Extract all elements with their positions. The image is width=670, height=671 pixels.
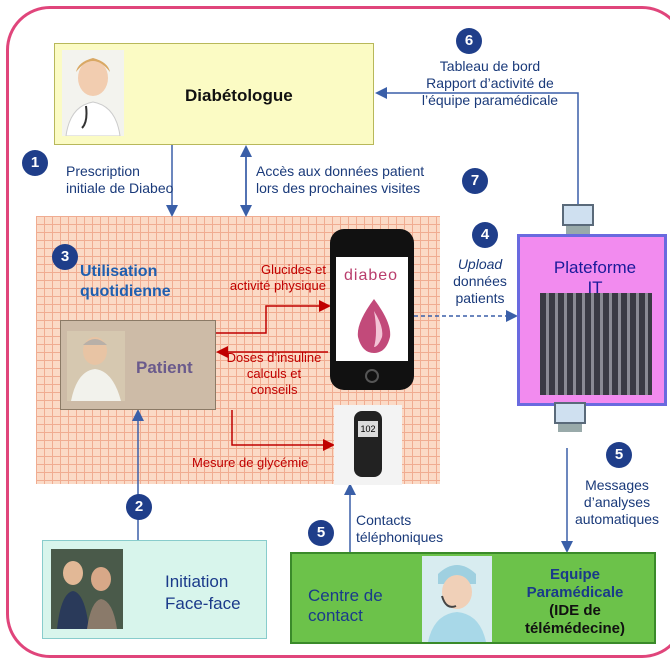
contact-center-line2: contact: [308, 606, 363, 625]
flow-glucides-label: Glucides et activité physique: [218, 262, 326, 294]
daily-use-line2: quotidienne: [80, 283, 171, 300]
paramedical-team-box: Centre de contact Equipe Paramédicale (I…: [290, 552, 656, 644]
step-6-badge: 6: [456, 28, 482, 54]
step-5b-line2: d’analyses: [583, 494, 651, 510]
flow-doses-line2: calculs et: [246, 366, 302, 381]
phone-screen: diabeo: [336, 257, 408, 361]
patient-photo: [67, 331, 125, 401]
step-1-badge: 1: [22, 150, 48, 176]
doctor-photo: [62, 50, 124, 136]
step-5a-text: Contacts téléphoniques: [356, 512, 443, 546]
team-line4: télémédecine): [524, 620, 626, 637]
diabeo-drop-icon: [357, 299, 391, 353]
step-5a-line2: téléphoniques: [356, 529, 444, 545]
initiation-line2: Face-face: [165, 594, 241, 613]
flow-glucides-line2: activité physique: [229, 278, 326, 293]
flow-glucides-line1: Glucides et: [260, 262, 326, 277]
initiation-line1: Initiation: [165, 572, 229, 591]
step-6-line1: Tableau de bord: [439, 58, 541, 74]
step-1-text: Prescription initiale de Diabeo: [66, 163, 173, 197]
step-5b-line1: Messages: [585, 477, 649, 493]
flow-mesure-label: Mesure de glycémie: [192, 455, 309, 470]
step-7-line1: Accès aux données patient: [256, 163, 425, 179]
step-5a-badge: 5: [308, 520, 334, 546]
meter-display: 102: [358, 421, 378, 437]
team-line3: (IDE de: [549, 602, 601, 619]
it-platform-label: Plateforme IT: [520, 258, 670, 298]
step-5a-line1: Contacts: [356, 512, 412, 528]
computer-icon-top: [560, 204, 596, 234]
step-6-line3: l’équipe paramédicale: [421, 92, 559, 108]
diabeo-logo-text: diabeo: [344, 267, 399, 284]
step-4-text: Upload données patients: [446, 256, 514, 307]
step-6-text: Tableau de bord Rapport d’activité de l’…: [398, 58, 582, 109]
step-4-line3: patients: [455, 290, 505, 306]
patient-box: Patient: [60, 320, 216, 410]
arrow-dashboard: [375, 87, 579, 205]
glucose-meter: 102: [334, 405, 402, 485]
step-5b-text: Messages d’analyses automatiques: [568, 477, 666, 528]
initiation-box: Initiation Face-face: [42, 540, 267, 639]
server-room-photo: [540, 293, 652, 395]
step-4-line2: données: [453, 273, 507, 289]
flow-doses-line1: Doses d’insuline: [226, 350, 322, 365]
it-platform-box: Plateforme IT: [517, 234, 667, 406]
step-5b-badge: 5: [606, 442, 632, 468]
team-line2: Paramédicale: [526, 584, 624, 601]
initiation-label: Initiation Face-face: [165, 571, 241, 615]
arrow-mesure: [231, 410, 335, 451]
nurse-photo: [422, 556, 492, 642]
step-7-text: Accès aux données patient lors des proch…: [256, 163, 424, 197]
step-1-line1: Prescription: [66, 163, 140, 179]
computer-icon-bottom: [552, 402, 588, 432]
it-platform-line1: Plateforme: [553, 258, 637, 277]
initiation-photo: [51, 549, 123, 629]
flow-doses-label: Doses d’insuline calculs et conseils: [218, 350, 330, 398]
step-2-badge: 2: [126, 494, 152, 520]
step-3-badge: 3: [52, 244, 78, 270]
phone-home-button: [365, 369, 379, 383]
diabetologist-box: Diabétologue: [54, 43, 374, 145]
step-1-line2: initiale de Diabeo: [66, 180, 174, 196]
contact-center-line1: Centre de: [308, 586, 383, 605]
paramedical-team-title: Equipe Paramédicale: [500, 566, 650, 602]
diabetologist-label: Diabétologue: [185, 86, 293, 105]
contact-center-label: Centre de contact: [308, 586, 383, 626]
patient-label: Patient: [136, 358, 193, 377]
step-7-line2: lors des prochaines visites: [256, 180, 421, 196]
arrow-glucides: [216, 300, 331, 334]
outer-frame: [6, 6, 670, 658]
team-line1: Equipe: [549, 566, 600, 583]
step-4-line1: Upload: [457, 256, 503, 272]
step-4-badge: 4: [472, 222, 498, 248]
smartphone: diabeo: [330, 229, 414, 390]
step-5b-line3: automatiques: [574, 511, 660, 527]
step-6-line2: Rapport d’activité de: [426, 75, 554, 91]
daily-use-line1: Utilisation: [80, 263, 158, 280]
step-7-badge: 7: [462, 168, 488, 194]
daily-use-title: Utilisation quotidienne: [80, 262, 171, 302]
flow-doses-line3: conseils: [250, 382, 298, 397]
meter-device: 102: [354, 411, 382, 477]
telemedicine-nurse-label: (IDE de télémédecine): [500, 602, 650, 638]
it-platform-line2: IT: [587, 278, 603, 297]
